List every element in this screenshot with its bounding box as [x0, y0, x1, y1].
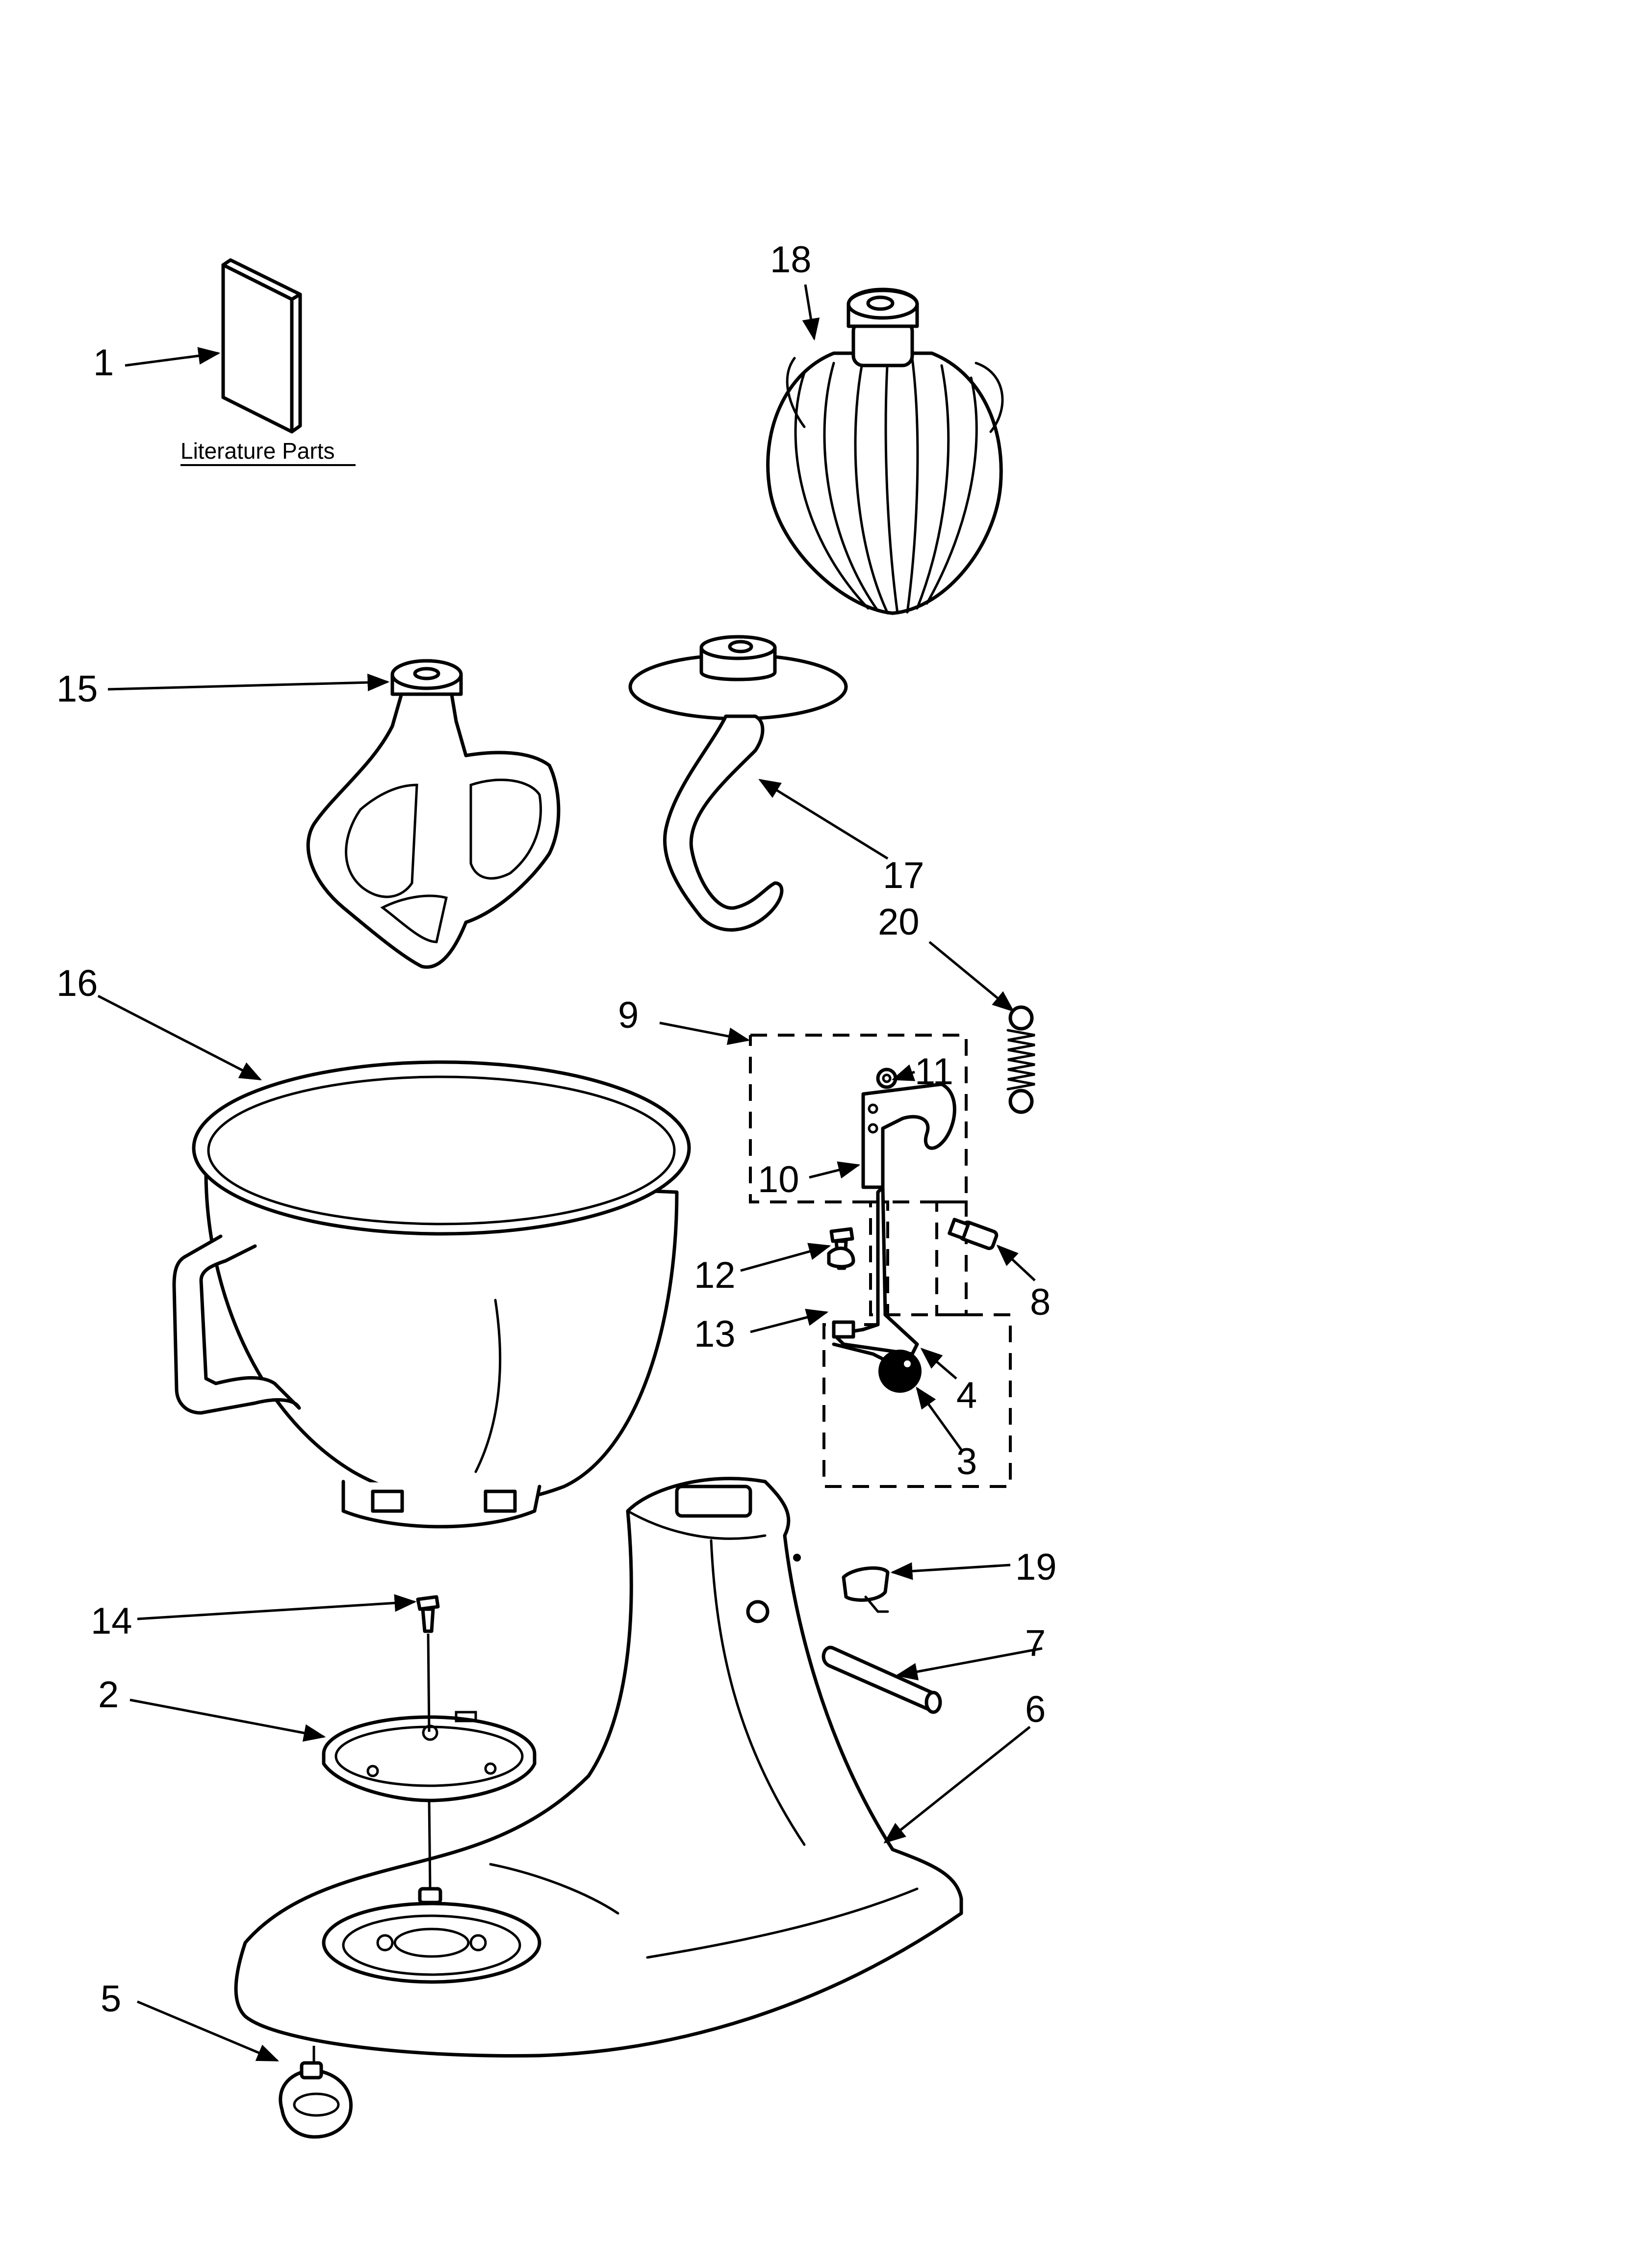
- spring: [1006, 1005, 1035, 1114]
- callout-2: 2: [98, 1674, 119, 1716]
- screw-14: [416, 1595, 440, 1633]
- foot-pad: [279, 2046, 353, 2139]
- callout-16: 16: [56, 963, 98, 1004]
- mixing-bowl: [172, 1060, 691, 1529]
- leader-17: [758, 779, 889, 860]
- leader-2: [129, 1698, 326, 1742]
- speed-lever: [842, 1566, 890, 1613]
- callout-1: 1: [93, 342, 114, 384]
- callout-9: 9: [618, 994, 639, 1036]
- callout-12: 12: [694, 1254, 736, 1296]
- callout-18: 18: [770, 239, 812, 281]
- callout-3: 3: [956, 1441, 977, 1483]
- assembly-9-box: [749, 1034, 1012, 1488]
- callout-20: 20: [878, 901, 920, 943]
- leader-12: [740, 1243, 831, 1272]
- callout-19: 19: [1015, 1546, 1057, 1588]
- leader-5: [137, 2000, 280, 2062]
- leader-lines: [97, 284, 1043, 2062]
- leader-14: [137, 1594, 417, 1620]
- lever-arm: [832, 1185, 919, 1361]
- callout-11: 11: [915, 1051, 953, 1093]
- callout-15: 15: [56, 668, 98, 710]
- nut: [876, 1068, 898, 1089]
- leader-11: [891, 1064, 916, 1081]
- leader-1: [125, 347, 221, 367]
- leader-4: [920, 1348, 957, 1380]
- hinge-rod: [821, 1645, 942, 1714]
- callout-17: 17: [883, 855, 924, 896]
- callout-labels: 1 18 15 17 20 16 9 11 10 12 13 8 4 3 19 …: [56, 239, 1057, 2020]
- dough-hook: [628, 635, 848, 932]
- hinge-pin: [948, 1218, 999, 1251]
- leader-7: [895, 1647, 1043, 1681]
- leader-9: [659, 1021, 750, 1045]
- callout-13: 13: [694, 1313, 736, 1355]
- lever-knob: [878, 1350, 922, 1393]
- trim-axis-line: [428, 1800, 432, 1889]
- leader-20: [928, 941, 1015, 1012]
- literature-parts-label: Literature Parts: [180, 438, 334, 464]
- callout-5: 5: [101, 1978, 121, 2020]
- leader-3: [916, 1386, 963, 1451]
- leader-16: [97, 994, 262, 1081]
- trim-band: [322, 1711, 537, 1802]
- leader-18: [802, 284, 820, 341]
- callout-14: 14: [91, 1600, 132, 1642]
- leader-15: [107, 674, 390, 692]
- washer-13: [827, 1246, 855, 1269]
- callout-10: 10: [758, 1159, 799, 1200]
- callout-6: 6: [1025, 1689, 1046, 1730]
- screw-14-axis-line: [427, 1633, 431, 1732]
- flat-beater: [306, 659, 561, 969]
- lever-bracket: [861, 1082, 956, 1189]
- leader-19: [890, 1562, 1011, 1580]
- leader-10: [809, 1161, 861, 1179]
- assembly-8-box: [935, 1200, 968, 1316]
- leader-8: [996, 1244, 1036, 1281]
- leader-6: [883, 1726, 1031, 1844]
- callout-8: 8: [1030, 1281, 1051, 1323]
- literature-booklet: [221, 258, 302, 434]
- leader-13: [750, 1308, 829, 1333]
- callout-4: 4: [956, 1375, 977, 1416]
- mixer-body: [234, 1477, 963, 2058]
- wire-whip: [766, 287, 1004, 615]
- callout-7: 7: [1025, 1622, 1046, 1664]
